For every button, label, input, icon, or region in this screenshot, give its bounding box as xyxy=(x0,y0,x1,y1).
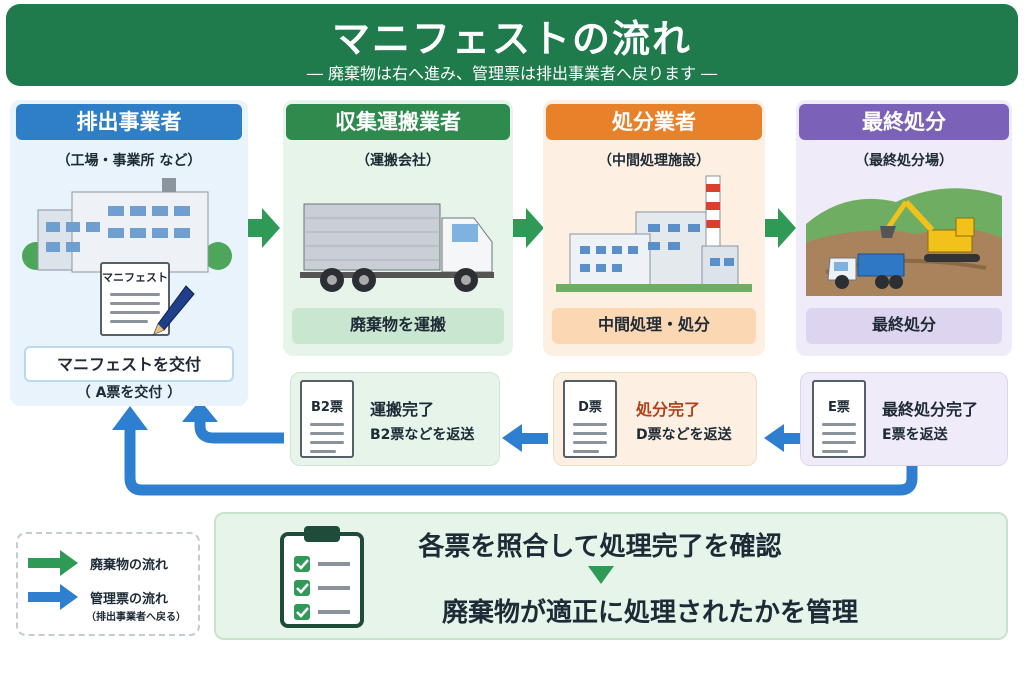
e-return-arrowhead xyxy=(764,424,784,452)
factory-illustration xyxy=(22,178,232,273)
outer-return-arrow xyxy=(124,422,918,496)
summary-line-2: 廃棄物が適正に処理されたかを管理 xyxy=(441,598,858,628)
b2-return-arrow xyxy=(194,420,284,444)
d-return-arrowhead xyxy=(502,424,522,452)
stage-action-disposer: 中間処理・処分 xyxy=(552,308,756,344)
header-banner xyxy=(6,4,1018,86)
waste-arrow-3 xyxy=(778,208,796,248)
b2-return-arrowhead xyxy=(182,400,218,422)
stage-title-emitter: 排出事業者 xyxy=(16,104,242,140)
b2-slip-icon: B2票 xyxy=(300,380,354,458)
legend-waste-label: 廃棄物の流れ xyxy=(90,558,169,573)
stage-title-disposer: 処分業者 xyxy=(546,104,762,140)
b2-slip-label: B2票 xyxy=(311,400,343,415)
legend-manifest-arrow-icon xyxy=(60,584,78,610)
clipboard-checklist-icon xyxy=(280,526,364,628)
stage-action-final: 最終処分 xyxy=(806,308,1002,344)
waste-arrow-1 xyxy=(262,208,280,248)
pen-icon xyxy=(153,285,195,335)
stage-action-emitter: マニフェストを交付 xyxy=(24,346,234,382)
stage-note-emitter: （ A票を交付 ） xyxy=(76,385,182,401)
d-slip-icon: D票 xyxy=(563,380,617,458)
d-slip-label: D票 xyxy=(578,400,602,415)
waste-arrow-2 xyxy=(526,208,544,248)
legend-arrows xyxy=(28,550,78,610)
stage-subtitle-emitter: （工場・事業所 など） xyxy=(56,153,202,169)
page-subtitle: ― 廃棄物は右へ進み、管理票は排出事業者へ戻ります ― xyxy=(306,64,718,83)
stage-subtitle-final: （最終処分場） xyxy=(855,153,953,169)
return-text-e: E票を返送 xyxy=(882,427,948,443)
summary-down-arrow-icon xyxy=(588,566,614,584)
plant-illustration xyxy=(556,175,752,292)
return-text-b2: B2票などを返送 xyxy=(370,427,475,443)
stage-subtitle-transport: （運搬会社） xyxy=(356,153,440,169)
legend-manifest-note: （排出事業者へ戻る） xyxy=(86,612,186,623)
return-text-d: D票などを返送 xyxy=(636,427,732,443)
summary-line-1: 各票を照合して処理完了を確認 xyxy=(418,532,782,562)
legend-manifest-label: 管理票の流れ xyxy=(90,592,169,607)
return-title-e: 最終処分完了 xyxy=(882,400,979,419)
truck-illustration xyxy=(300,203,494,292)
stage-title-transport: 収集運搬業者 xyxy=(286,104,510,140)
return-title-d: 処分完了 xyxy=(636,400,701,419)
manifest-doc-label: マニフェスト xyxy=(102,271,168,284)
page-title: マニフェストの流れ xyxy=(331,17,692,61)
legend-waste-arrow-icon xyxy=(60,550,78,576)
e-slip-icon: E票 xyxy=(812,380,866,458)
e-slip-label: E票 xyxy=(828,400,850,415)
stage-action-transport: 廃棄物を運搬 xyxy=(292,308,504,344)
manifest-document-icon: マニフェスト xyxy=(100,262,170,336)
stage-subtitle-disposer: （中間処理施設） xyxy=(598,153,710,169)
stage-title-final: 最終処分 xyxy=(799,104,1009,140)
legend-box xyxy=(16,532,200,636)
outer-return-arrowhead xyxy=(112,406,148,430)
landfill-illustration xyxy=(806,188,1002,296)
return-title-b2: 運搬完了 xyxy=(370,400,435,419)
